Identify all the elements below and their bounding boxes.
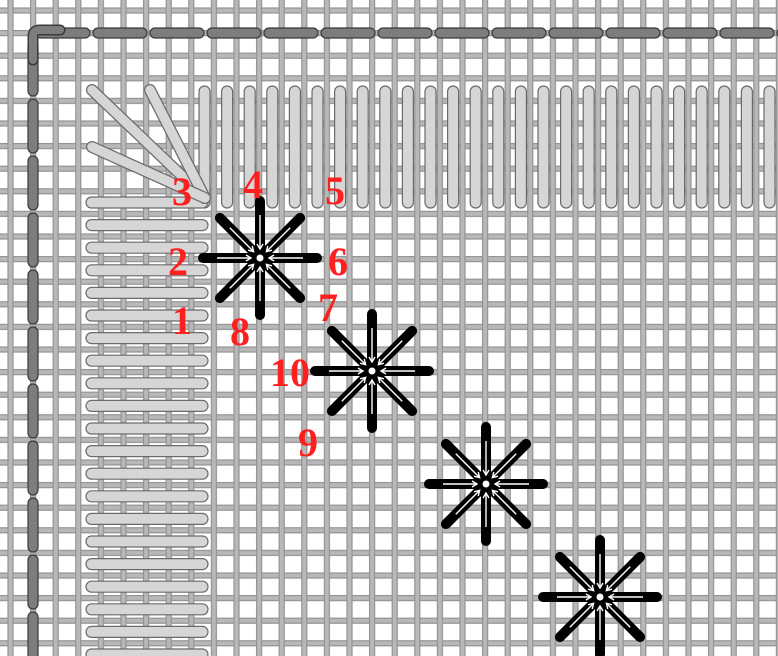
filler-stitch	[606, 86, 617, 208]
filler-stitch	[222, 86, 233, 208]
filler-stitch	[583, 86, 594, 208]
star-stitch	[315, 314, 429, 428]
filler-stitch	[425, 86, 436, 208]
filler-stitch	[764, 86, 775, 208]
border-stitch	[606, 28, 660, 38]
border-stitch	[150, 28, 204, 38]
filler-stitch	[86, 400, 208, 411]
star-center-hole	[483, 481, 490, 488]
border-stitch	[378, 28, 432, 38]
filler-stitch	[493, 86, 504, 208]
filler-stitch	[86, 220, 208, 231]
border-stitch	[264, 28, 318, 38]
filler-stitch	[380, 86, 391, 208]
border-stitch	[28, 156, 38, 210]
border-stitch	[435, 28, 489, 38]
filler-stitch	[86, 626, 208, 637]
filler-stitch	[561, 86, 572, 208]
border-stitch	[93, 28, 147, 38]
star-stitch	[429, 427, 543, 541]
step-number-1: 1	[172, 298, 192, 343]
filler-stitch	[86, 513, 208, 524]
step-number-4: 4	[243, 162, 263, 207]
border-stitch	[28, 327, 38, 381]
border-stitch	[28, 498, 38, 552]
border-stitch	[720, 28, 774, 38]
step-number-6: 6	[328, 239, 348, 284]
border-stitch	[28, 213, 38, 267]
filler-stitch	[696, 86, 707, 208]
filler-stitch	[651, 86, 662, 208]
filler-stitch	[628, 86, 639, 208]
step-number-5: 5	[325, 168, 345, 213]
star-center-hole	[257, 255, 264, 262]
border-stitch	[28, 384, 38, 438]
filler-stitch	[86, 604, 208, 615]
background-stitches-left	[86, 197, 208, 656]
filler-stitch	[357, 86, 368, 208]
filler-stitch	[86, 536, 208, 547]
filler-stitch	[86, 242, 208, 253]
filler-stitch	[86, 378, 208, 389]
star-center-hole	[369, 368, 376, 375]
star-stitch	[543, 540, 657, 654]
filler-stitch	[515, 86, 526, 208]
star-center-hole	[597, 594, 604, 601]
filler-stitch	[86, 468, 208, 479]
filler-stitch	[86, 446, 208, 457]
border-stitch	[28, 612, 38, 656]
filler-stitch	[86, 581, 208, 592]
filler-stitch	[86, 355, 208, 366]
filler-stitch	[448, 86, 459, 208]
filler-stitch	[402, 86, 413, 208]
filler-stitch	[267, 86, 278, 208]
step-number-8: 8	[230, 309, 250, 354]
filler-stitch	[86, 649, 208, 656]
border-stitch	[28, 270, 38, 324]
star-stitch	[203, 201, 317, 315]
step-number-3: 3	[172, 169, 192, 214]
border-stitch	[28, 441, 38, 495]
filler-stitch	[312, 86, 323, 208]
filler-stitch	[86, 559, 208, 570]
border-stitch	[663, 28, 717, 38]
border-stitch	[28, 99, 38, 153]
filler-stitch	[538, 86, 549, 208]
border-stitch	[28, 555, 38, 609]
filler-stitch	[86, 265, 208, 276]
border-stitch	[321, 28, 375, 38]
step-number-2: 2	[168, 239, 188, 284]
filler-stitch	[86, 491, 208, 502]
filler-stitch	[470, 86, 481, 208]
border-stitch	[492, 28, 546, 38]
step-number-7: 7	[318, 285, 338, 330]
filler-stitch	[719, 86, 730, 208]
filler-stitch	[86, 423, 208, 434]
filler-stitch	[289, 86, 300, 208]
border-stitch	[549, 28, 603, 38]
filler-stitch	[86, 287, 208, 298]
border-stitch	[207, 28, 261, 38]
step-number-10: 10	[270, 350, 310, 395]
filler-stitch	[741, 86, 752, 208]
filler-stitch	[674, 86, 685, 208]
step-number-9: 9	[298, 420, 318, 465]
